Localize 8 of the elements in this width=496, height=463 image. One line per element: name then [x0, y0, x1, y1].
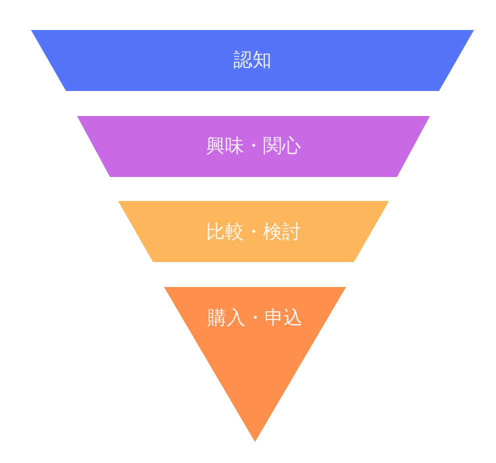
funnel-stage	[31, 30, 474, 91]
stage-label: 購入・申込	[208, 306, 302, 330]
funnel-stage	[164, 287, 346, 442]
funnel-stage	[77, 116, 430, 177]
funnel-stage	[118, 201, 389, 262]
stage-label: 比較・検討	[206, 220, 301, 244]
stage-label: 興味・関心	[206, 134, 301, 158]
stage-label: 認知	[234, 48, 272, 72]
